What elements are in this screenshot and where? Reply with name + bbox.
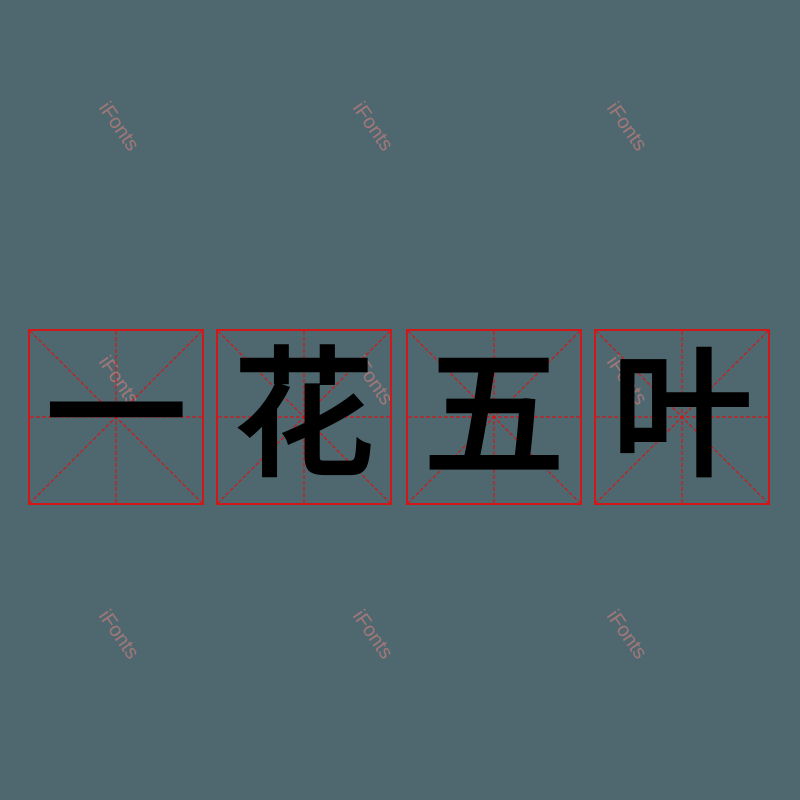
- grid-cell: 五: [406, 329, 582, 505]
- grid-cell: 叶: [594, 329, 770, 505]
- watermark: iFonts: [93, 606, 144, 664]
- watermark: iFonts: [347, 98, 398, 156]
- watermark: iFonts: [601, 606, 652, 664]
- character-glyph: 五: [423, 335, 564, 498]
- character-glyph: 一: [45, 335, 186, 498]
- guide-lines-icon: [218, 331, 390, 503]
- character-glyph: 叶: [611, 335, 752, 498]
- character-glyph: 花: [233, 335, 374, 498]
- watermark: iFonts: [93, 98, 144, 156]
- character-grid: 一 花 五 叶: [28, 329, 778, 509]
- watermark: iFonts: [601, 98, 652, 156]
- guide-lines-icon: [408, 331, 580, 503]
- guide-lines-icon: [30, 331, 202, 503]
- grid-cell: 一: [28, 329, 204, 505]
- watermark: iFonts: [347, 606, 398, 664]
- guide-lines-icon: [596, 331, 768, 503]
- grid-cell: 花: [216, 329, 392, 505]
